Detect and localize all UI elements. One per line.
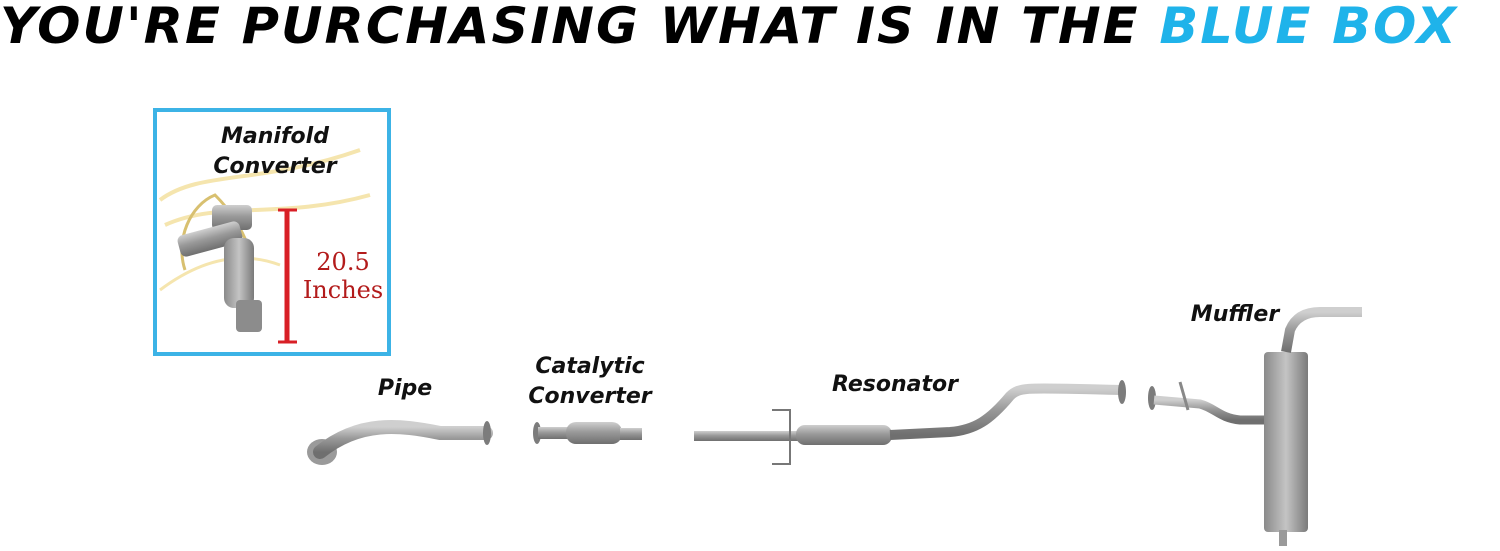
measurement-label: 20.5 Inches	[297, 248, 389, 304]
measurement-unit: Inches	[302, 276, 384, 304]
pipe-label: Pipe	[377, 376, 433, 401]
blue-box	[153, 108, 391, 356]
pipe-part	[307, 420, 493, 465]
catalytic-converter-label: Catalytic Converter	[510, 352, 670, 412]
measurement-value: 20.5	[316, 248, 370, 276]
muffler-part	[1148, 307, 1362, 546]
manifold-label: Manifold Converter	[180, 122, 370, 182]
measurement-indicator	[278, 208, 297, 344]
headline-highlight: BLUE BOX	[1159, 0, 1458, 55]
catalytic-label-line2: Converter	[528, 384, 652, 409]
catalytic-converter-part	[533, 422, 642, 444]
manifold-converter-image	[158, 148, 371, 332]
manifold-label-line2: Converter	[213, 154, 337, 179]
manifold-label-line1: Manifold	[221, 124, 329, 149]
catalytic-label-line1: Catalytic	[535, 354, 645, 379]
headline-prefix: YOU'RE PURCHASING WHAT IS IN THE	[0, 0, 1160, 55]
resonator-part	[694, 380, 1126, 465]
muffler-label: Muffler	[1190, 302, 1280, 327]
headline: YOU'RE PURCHASING WHAT IS IN THE BLUE BO…	[0, 0, 1500, 58]
resonator-label: Resonator	[832, 372, 958, 397]
